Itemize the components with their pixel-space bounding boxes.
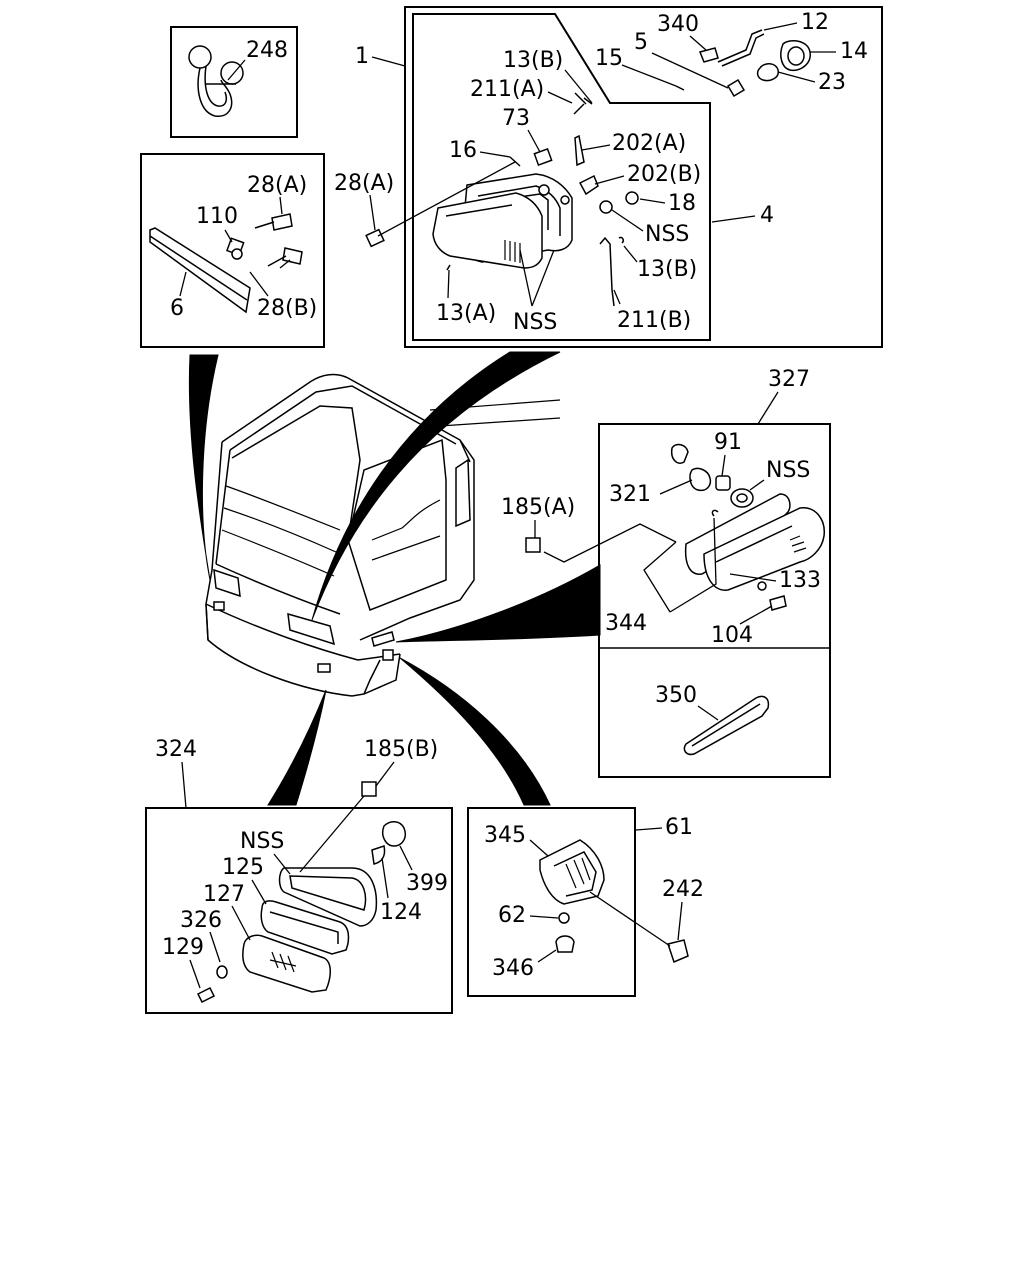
label-340: 340 bbox=[657, 12, 699, 37]
label-399: 399 bbox=[406, 871, 448, 896]
label-127: 127 bbox=[203, 882, 245, 907]
label-16: 16 bbox=[449, 138, 477, 163]
label-248: 248 bbox=[246, 38, 288, 63]
corner-lamp-illustration bbox=[539, 839, 689, 964]
label-28a-box: 28(A) bbox=[247, 173, 307, 198]
side-lamp-327-box: 327 91 NSS 321 185(A) 133 344 104 350 bbox=[501, 367, 831, 778]
label-61: 61 bbox=[665, 815, 693, 840]
headlamp-illustration bbox=[432, 173, 573, 269]
label-91: 91 bbox=[714, 430, 742, 455]
label-6: 6 bbox=[170, 296, 184, 321]
label-nss-headlamp: NSS bbox=[645, 222, 689, 247]
label-104: 104 bbox=[711, 623, 753, 648]
label-321: 321 bbox=[609, 482, 651, 507]
label-13b-mid: 13(B) bbox=[637, 257, 697, 282]
label-326: 326 bbox=[180, 908, 222, 933]
corner-lamp-61-box: 345 61 62 242 346 bbox=[467, 807, 704, 997]
label-110: 110 bbox=[196, 204, 238, 229]
label-12: 12 bbox=[801, 10, 829, 35]
label-1: 1 bbox=[355, 44, 369, 69]
label-28a-mid: 28(A) bbox=[334, 171, 394, 196]
label-5: 5 bbox=[634, 30, 648, 55]
front-lamp-324-box: 324 185(B) NSS 125 127 326 129 399 124 bbox=[145, 737, 453, 1014]
label-15: 15 bbox=[595, 46, 623, 71]
label-350: 350 bbox=[655, 683, 697, 708]
label-242: 242 bbox=[662, 877, 704, 902]
headlamp-group-box: 1 13(B) 211(A) 73 16 28(A) 202(A) 202(B)… bbox=[334, 6, 883, 348]
label-345: 345 bbox=[484, 823, 526, 848]
headlamp-hardware bbox=[365, 92, 639, 307]
label-124: 124 bbox=[380, 900, 422, 925]
label-nss-front: NSS bbox=[240, 829, 284, 854]
label-14: 14 bbox=[840, 39, 868, 64]
label-133: 133 bbox=[779, 568, 821, 593]
label-nss-side: NSS bbox=[766, 458, 810, 483]
label-185b: 185(B) bbox=[364, 737, 438, 762]
label-13a: 13(A) bbox=[436, 301, 496, 326]
wire-clip-illustration bbox=[188, 45, 244, 117]
label-28b: 28(B) bbox=[257, 296, 317, 321]
adjuster-cluster bbox=[675, 29, 811, 98]
label-211a: 211(A) bbox=[470, 77, 544, 102]
label-185a: 185(A) bbox=[501, 495, 575, 520]
label-13b-top: 13(B) bbox=[503, 48, 563, 73]
label-327: 327 bbox=[768, 367, 810, 392]
clip-248-box: 248 bbox=[170, 26, 298, 138]
label-202a: 202(A) bbox=[612, 131, 686, 156]
bracket-illustration bbox=[149, 213, 303, 314]
label-18: 18 bbox=[668, 191, 696, 216]
side-marker-350-illustration bbox=[683, 695, 770, 756]
label-125: 125 bbox=[222, 855, 264, 880]
label-62: 62 bbox=[498, 903, 526, 928]
label-346: 346 bbox=[492, 956, 534, 981]
label-344: 344 bbox=[605, 611, 647, 636]
label-129: 129 bbox=[162, 935, 204, 960]
label-73: 73 bbox=[502, 106, 530, 131]
front-lamp-illustration bbox=[196, 781, 406, 1004]
label-23: 23 bbox=[818, 70, 846, 95]
label-nss-headlamp-2: NSS bbox=[513, 310, 557, 335]
label-202b: 202(B) bbox=[627, 162, 701, 187]
label-324: 324 bbox=[155, 737, 197, 762]
bracket-6-box: 28(A) 110 6 28(B) bbox=[140, 153, 325, 348]
label-211b: 211(B) bbox=[617, 308, 691, 333]
truck-cab-illustration bbox=[188, 351, 601, 806]
label-4: 4 bbox=[760, 203, 774, 228]
